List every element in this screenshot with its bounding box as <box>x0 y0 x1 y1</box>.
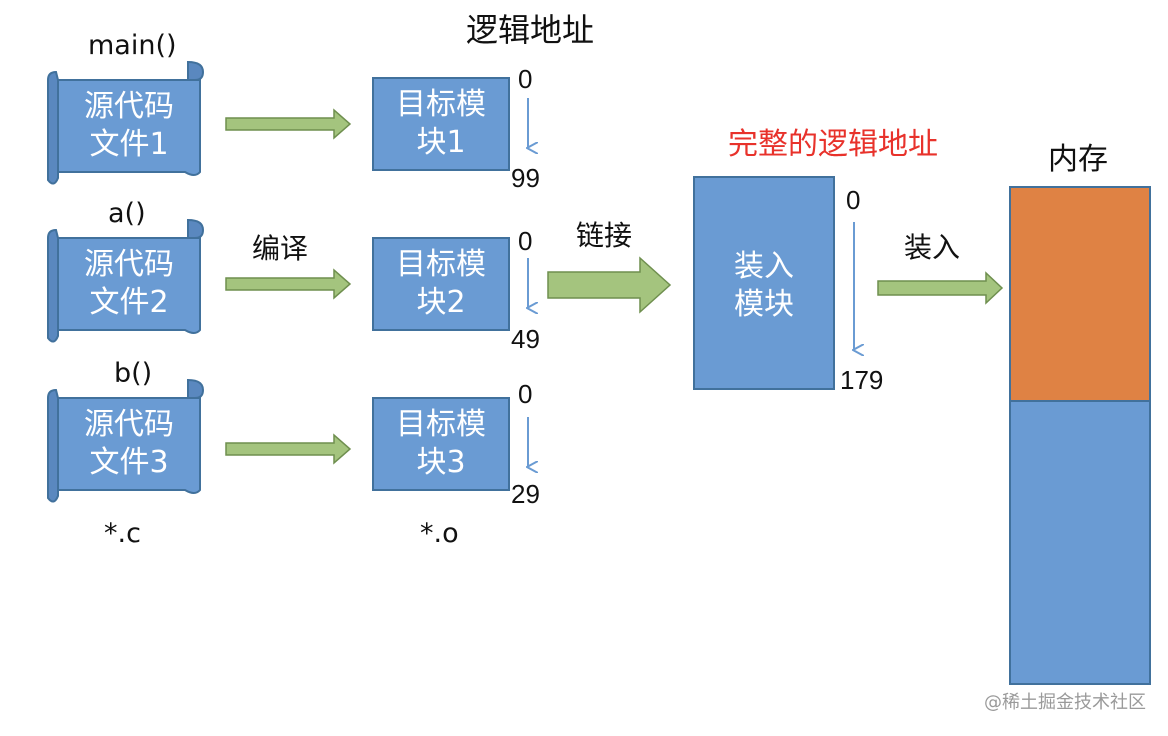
load-module-box <box>693 176 835 390</box>
source-file-3-scroll <box>47 378 205 503</box>
object-module-2-end: 49 <box>511 324 540 354</box>
load-module-label: 装入 模块 <box>734 249 794 322</box>
object-module-1-label: 目标模 块1 <box>396 87 486 160</box>
memory-label: 内存 <box>1048 142 1108 177</box>
object-module-2-box <box>372 237 510 331</box>
full-logical-address-label: 完整的逻辑地址 <box>728 127 938 162</box>
logical-address-title: 逻辑地址 <box>466 11 595 49</box>
compile-arrow-3 <box>225 433 352 465</box>
object-module-1-box <box>372 77 510 171</box>
func-label-a: a() <box>108 198 146 229</box>
object-module-3-box <box>372 397 510 491</box>
object-module-3-label: 目标模 块3 <box>396 407 486 480</box>
source-file-3-label: 源代码 文件3 <box>84 407 174 480</box>
load-module-start: 0 <box>846 185 861 215</box>
compile-arrow-1 <box>225 108 352 140</box>
compile-label: 编译 <box>252 232 309 265</box>
source-extension-label: *.c <box>104 518 141 549</box>
memory-free-region <box>1009 400 1151 685</box>
load-arrow <box>877 271 1004 305</box>
load-label: 装入 <box>904 231 961 264</box>
source-file-1-scroll <box>47 60 205 185</box>
object-module-1-end: 99 <box>511 163 540 193</box>
source-file-2-label: 源代码 文件2 <box>84 247 174 320</box>
source-file-2-scroll <box>47 218 205 343</box>
object-module-3-end: 29 <box>511 479 540 509</box>
memory-used-region <box>1009 186 1151 402</box>
link-arrow <box>547 256 672 314</box>
object-module-1-start: 0 <box>518 64 533 94</box>
link-label: 链接 <box>576 219 633 252</box>
object-module-2-start: 0 <box>518 226 533 256</box>
source-file-1-label: 源代码 文件1 <box>84 89 174 162</box>
object-module-2-label: 目标模 块2 <box>396 247 486 320</box>
watermark: @稀土掘金技术社区 <box>984 692 1146 713</box>
object-extension-label: *.o <box>420 518 459 549</box>
compile-arrow-2 <box>225 268 352 300</box>
func-label-main: main() <box>88 30 177 61</box>
func-label-b: b() <box>114 358 153 389</box>
object-module-3-start: 0 <box>518 379 533 409</box>
load-module-end: 179 <box>840 365 884 395</box>
